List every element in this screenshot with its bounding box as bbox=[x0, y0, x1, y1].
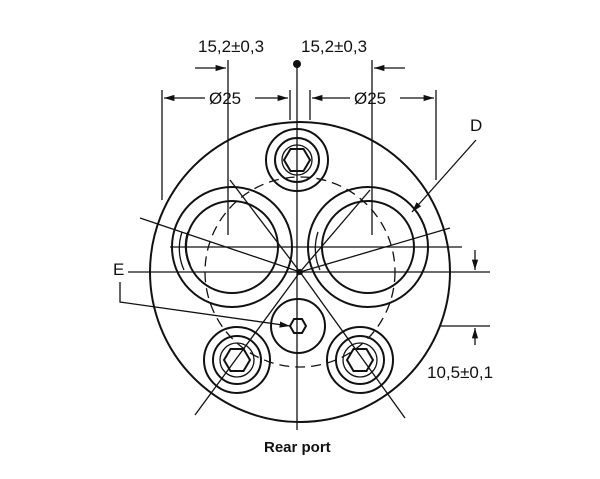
label-e: E bbox=[113, 260, 124, 279]
left-diameter-dimension: Ø25 bbox=[209, 89, 241, 108]
vertical-offset-dimension: 10,5±0,1 bbox=[427, 363, 493, 382]
label-d: D bbox=[470, 116, 482, 135]
bottom-left-port bbox=[203, 326, 271, 394]
diagonal-line bbox=[139, 217, 301, 273]
left-port bbox=[171, 186, 293, 308]
left-offset-dimension: 15,2±0,3 bbox=[198, 37, 264, 56]
top-port bbox=[265, 128, 329, 192]
diagonal-line bbox=[229, 179, 301, 273]
right-offset-dimension: 15,2±0,3 bbox=[301, 37, 367, 56]
caption: Rear port bbox=[264, 439, 331, 456]
center-port bbox=[270, 298, 326, 354]
right-port bbox=[307, 186, 429, 308]
diagonal-line bbox=[299, 189, 371, 273]
diagonal-line bbox=[194, 271, 301, 416]
right-diameter-dimension: Ø25 bbox=[354, 89, 386, 108]
bottom-right-port bbox=[326, 326, 394, 394]
center-point bbox=[297, 269, 303, 275]
